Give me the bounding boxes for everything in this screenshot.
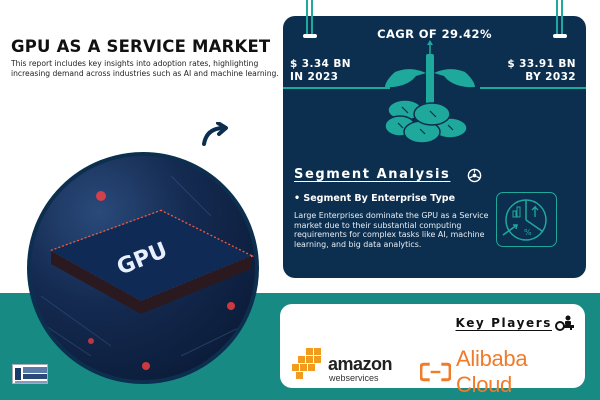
divider-right (480, 87, 586, 89)
end-market-value: $ 33.91 BN BY 2032 (507, 58, 576, 84)
segment-analysis-title: Segment Analysis (294, 167, 451, 182)
divider-left (283, 87, 390, 89)
key-person-icon (555, 315, 574, 331)
analysis-gear-icon (467, 168, 482, 183)
aws-cubes-icon (292, 348, 321, 379)
cagr-label: CAGR OF 29.42% (377, 27, 492, 41)
page-subtitle: This report includes key insights into a… (11, 59, 279, 78)
start-market-value: $ 3.34 BN IN 2023 (290, 58, 351, 84)
start-year: IN 2023 (290, 71, 339, 83)
market-size-panel: CAGR OF 29.42% $ 3.34 BN IN 2023 $ 33.91… (283, 16, 586, 278)
page-title: GPU AS A SERVICE MARKET (11, 37, 271, 56)
aws-subtext: webservices (329, 373, 379, 383)
panel-hanger-left (306, 0, 313, 34)
svg-text:%: % (524, 228, 532, 237)
money-plant-icon (384, 40, 475, 144)
hanger-tab-right (553, 34, 567, 38)
hanger-tab-left (303, 34, 317, 38)
segment-description: Large Enterprises dominate the GPU as a … (294, 211, 489, 250)
alibaba-name: Alibaba Cloud (456, 346, 528, 397)
alibaba-cloud-logo: Alibaba Cloud (420, 346, 585, 398)
pie-chart-growth-icon: % (496, 192, 557, 247)
aws-logo: amazon webservices (292, 348, 393, 388)
panel-hanger-right (556, 0, 563, 34)
company-logo (12, 364, 48, 384)
alibaba-bracket-icon (420, 362, 452, 382)
aws-name: amazon (328, 354, 393, 374)
start-value: $ 3.34 BN (290, 58, 351, 70)
key-players-card: Key Players amazon webservices Alibaba C… (280, 304, 585, 397)
curved-arrow-icon (202, 122, 228, 146)
key-players-title: Key Players (455, 316, 552, 330)
end-year: BY 2032 (525, 71, 576, 83)
gpu-chip-illustration: GPU (31, 175, 255, 380)
end-value: $ 33.91 BN (507, 58, 576, 70)
gpu-chip-image: GPU (27, 152, 259, 384)
segment-subtitle: • Segment By Enterprise Type (294, 193, 456, 204)
